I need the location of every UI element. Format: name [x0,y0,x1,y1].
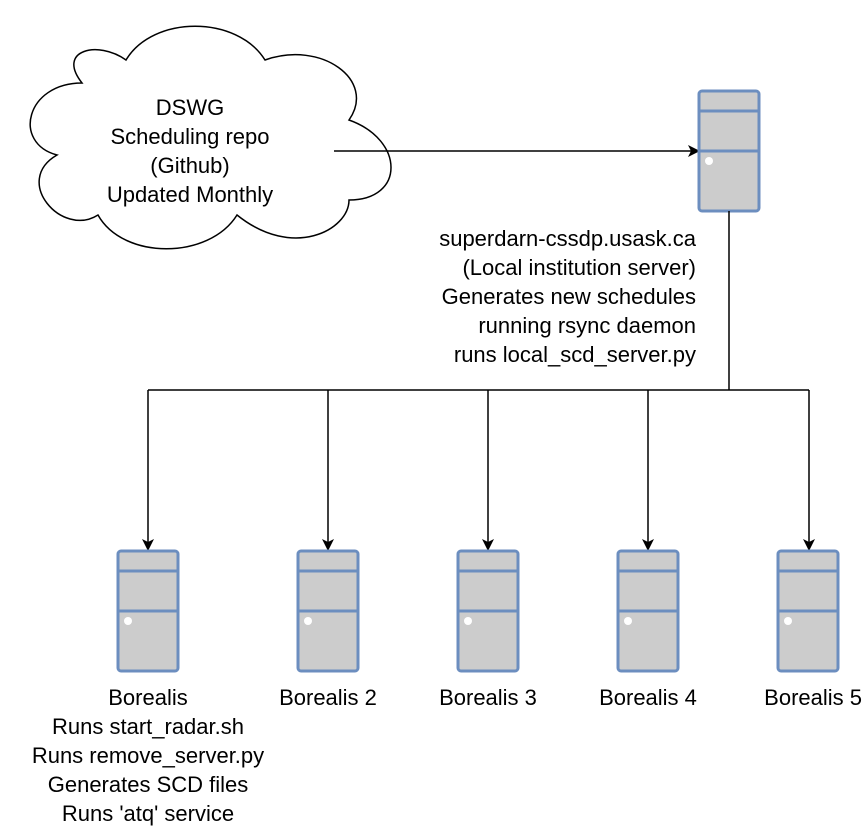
distribution-lines [142,211,815,551]
borealis-2-server-icon [296,549,360,673]
server-line-5: runs local_scd_server.py [453,342,696,367]
borealis-5-label: Borealis 5 [602,683,862,712]
server-line-1: superdarn-cssdp.usask.ca [439,226,696,251]
server-line-2: (Local institution server) [462,255,696,280]
borealis-1-task-1: Runs start_radar.sh [52,714,244,739]
borealis-1-task-4: Runs 'atq' service [61,801,235,826]
borealis-2-name: Borealis 2 [279,685,377,710]
borealis-1-task-3: Generates SCD files [47,772,249,797]
borealis-5-name: Borealis 5 [764,685,862,710]
borealis-4-server-icon [616,549,680,673]
borealis-3-server-icon [456,549,520,673]
cloud-line-4: Updated Monthly [106,182,274,207]
borealis-1-name: Borealis [108,685,188,710]
cloud-line-3: (Github) [150,153,230,178]
github-cloud-label: DSWG Scheduling repo (Github) Updated Mo… [60,93,320,209]
server-line-4: running rsync daemon [478,313,696,338]
borealis-3-label: Borealis 3 [358,683,618,712]
borealis-4-label: Borealis 4 [518,683,778,712]
cloud-line-2: Scheduling repo [110,124,270,149]
github-cloud-shape [29,25,392,250]
borealis-3-name: Borealis 3 [439,685,537,710]
cloud-line-1: DSWG [155,95,225,120]
borealis-5-server-icon [776,549,840,673]
central-server-label: superdarn-cssdp.usask.ca (Local institut… [360,224,696,369]
central-server-icon [697,89,761,213]
borealis-4-name: Borealis 4 [599,685,697,710]
server-line-3: Generates new schedules [441,284,696,309]
borealis-2-label: Borealis 2 [198,683,458,712]
borealis-1-task-2: Runs remove_server.py [31,743,265,768]
borealis-1-server-icon [116,549,180,673]
borealis-1-label: Borealis Runs start_radar.sh Runs remove… [18,683,278,828]
